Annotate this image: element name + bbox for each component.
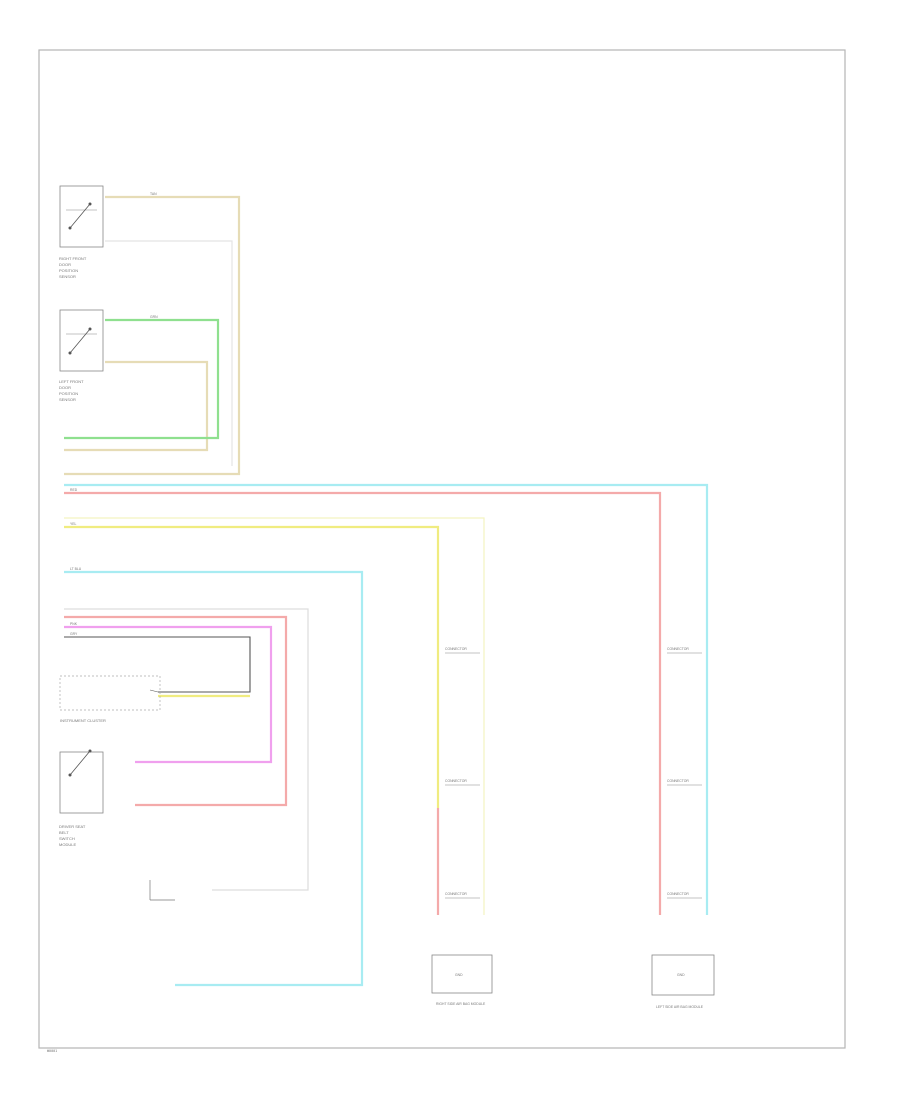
svg-text:CONNECTOR: CONNECTOR (445, 892, 467, 896)
wire-tan-mid (64, 360, 209, 452)
connector-left-1: CONNECTOR (667, 647, 702, 654)
switch-driver (59, 749, 104, 814)
diagram-border (38, 49, 846, 1049)
svg-text:CONNECTOR: CONNECTOR (667, 892, 689, 896)
connector-left-2: CONNECTOR (667, 779, 702, 786)
wire-light-rf (105, 240, 233, 466)
switch-driver-label-3: SWITCH (59, 836, 75, 841)
wire-red-lower (64, 615, 288, 807)
tag-green: GRN (150, 315, 158, 319)
wire-cyan-main (64, 483, 709, 915)
svg-text:CONNECTOR: CONNECTOR (445, 779, 467, 783)
instrument-cluster (59, 675, 161, 711)
wire-green (64, 318, 220, 440)
switch-rf-label-1: RIGHT FRONT (59, 256, 87, 261)
tag-red: RED (70, 488, 78, 492)
wire-red-main (64, 491, 662, 915)
switch-lf (59, 309, 104, 372)
instrument-cluster-label: INSTRUMENT CLUSTER (60, 718, 106, 723)
tag-cyan: LT BLU (70, 567, 82, 571)
svg-text:CONNECTOR: CONNECTOR (667, 647, 689, 651)
airbag-module-left-label: LEFT SIDE AIR BAG MODULE (656, 1005, 704, 1009)
wire-pink (64, 625, 273, 764)
svg-text:GND: GND (677, 973, 685, 977)
svg-text:CONNECTOR: CONNECTOR (667, 779, 689, 783)
wires (64, 195, 709, 987)
switch-lf-label-2: DOOR (59, 385, 71, 390)
wire-white-lower (64, 608, 309, 891)
airbag-module-left: GND (651, 954, 715, 996)
wire-yellow-short (64, 517, 485, 915)
tag-tan: TAN (150, 192, 157, 196)
svg-text:CONNECTOR: CONNECTOR (445, 647, 467, 651)
switch-driver-label-1: DRIVER SEAT (59, 824, 86, 829)
wire-gray (64, 636, 251, 693)
wire-yellow-main (64, 525, 440, 808)
switch-rf (59, 185, 104, 248)
airbag-module-right: GND (431, 954, 493, 994)
ground-symbol (149, 880, 175, 901)
airbag-module-right-label: RIGHT SIDE AIR BAG MODULE (436, 1002, 486, 1006)
switch-driver-label-2: BELT (59, 830, 69, 835)
switch-lf-label-3: POSITION (59, 391, 78, 396)
connector-left-3: CONNECTOR (667, 892, 702, 899)
tag-gray: GRY (70, 632, 78, 636)
wire-cyan-lower (64, 570, 364, 987)
wire-tan-upper (64, 195, 241, 476)
connector-right-2: CONNECTOR (445, 779, 480, 786)
svg-text:GND: GND (455, 973, 463, 977)
tag-yellow: YEL (70, 522, 77, 526)
footer-code: W0001 (47, 1049, 57, 1053)
switch-driver-label-4: MODULE (59, 842, 76, 847)
connector-right-3: CONNECTOR (445, 892, 480, 899)
tag-pink: PNK (70, 622, 78, 626)
switch-lf-label-4: SENSOR (59, 397, 76, 402)
switch-lf-label-1: LEFT FRONT (59, 379, 84, 384)
switch-rf-label-4: SENSOR (59, 274, 76, 279)
switch-rf-label-3: POSITION (59, 268, 78, 273)
connector-right-1: CONNECTOR (445, 647, 480, 654)
switch-rf-label-2: DOOR (59, 262, 71, 267)
